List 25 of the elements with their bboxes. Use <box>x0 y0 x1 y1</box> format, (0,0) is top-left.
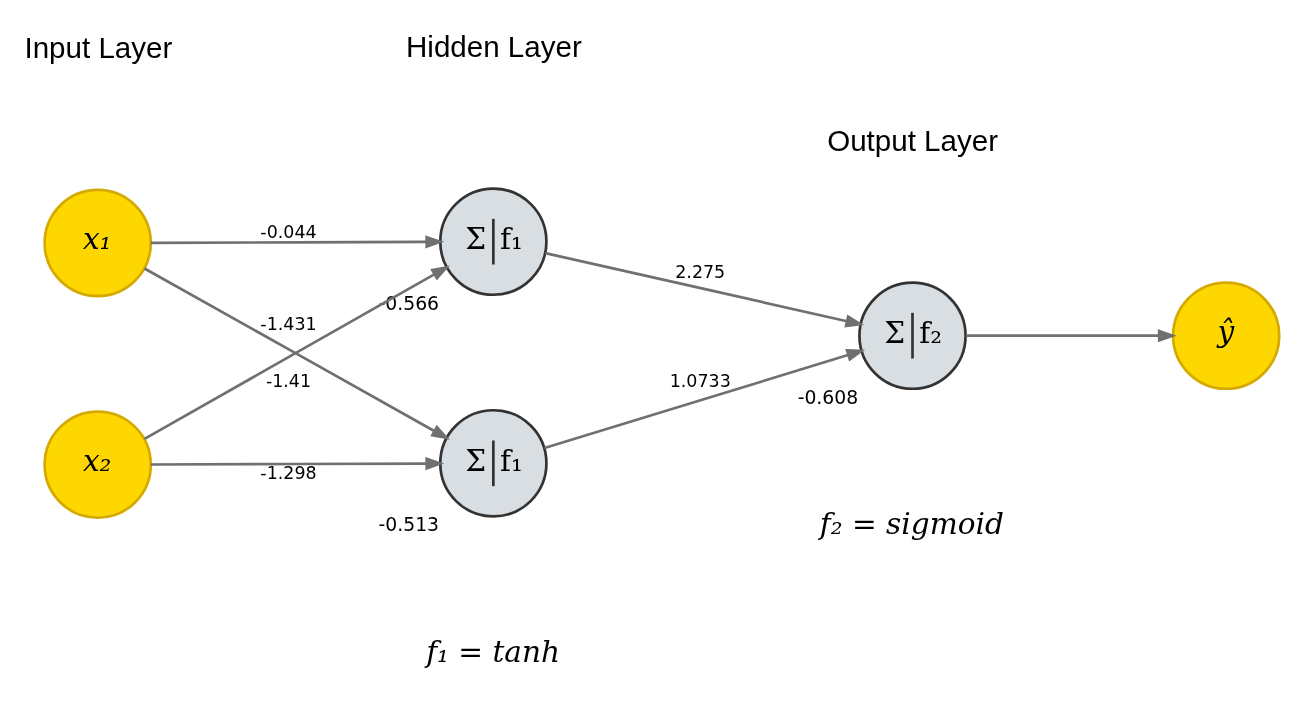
node-circle: x₁ <box>43 188 153 297</box>
arrow <box>150 456 445 470</box>
node-circle: Σ f₁ <box>438 186 548 296</box>
arrow <box>545 251 865 327</box>
label: Input Layer <box>24 30 173 64</box>
node-label: -0.566 <box>378 292 440 314</box>
node-circle: x₂ <box>43 409 153 519</box>
node-label: -0.608 <box>797 386 859 408</box>
arrow <box>965 328 1177 342</box>
edge-label: -1.298 <box>260 462 317 483</box>
node-label: -0.513 <box>378 513 440 535</box>
label: Hidden Layer <box>406 29 582 63</box>
label: f₁ = tanh <box>426 634 561 669</box>
edge-label: 2.275 <box>675 261 726 282</box>
arrow <box>150 234 445 248</box>
edge-label: -1.431 <box>260 313 317 334</box>
edge-label: 1.0733 <box>669 370 731 391</box>
label: Output Layer <box>827 123 999 157</box>
edge-label: -1.41 <box>265 370 312 391</box>
label: f₂ = sigmoid <box>819 506 1004 541</box>
edge-label: -0.044 <box>260 221 317 242</box>
node-circle: ŷ <box>1171 280 1281 390</box>
node-circle: Σ f₁ <box>438 408 548 518</box>
arrow <box>544 348 866 449</box>
node-circle: Σ f₂ <box>858 280 967 390</box>
